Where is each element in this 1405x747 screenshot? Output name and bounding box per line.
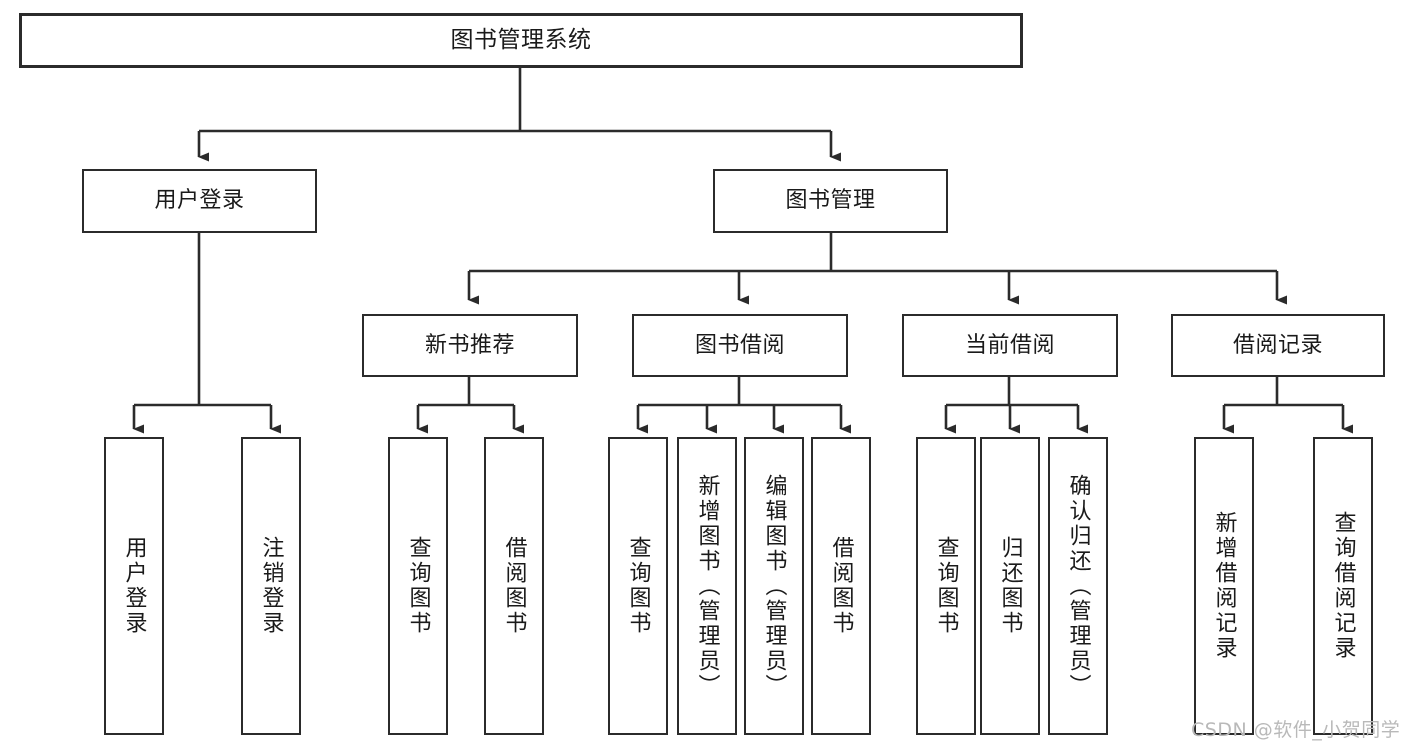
node-new-book-rec-label: 新书推荐 bbox=[424, 332, 515, 358]
node-leaf-query-book-3-label: 查询图书 bbox=[933, 536, 959, 636]
node-leaf-edit-book[interactable]: 编辑图书（管理员） bbox=[744, 437, 804, 735]
node-leaf-query-book-1-label: 查询图书 bbox=[405, 536, 431, 636]
node-leaf-confirm-return[interactable]: 确认归还（管理员） bbox=[1048, 437, 1108, 735]
node-user-login-label: 用户登录 bbox=[154, 188, 245, 214]
node-leaf-borrow-book-1-label: 借阅图书 bbox=[501, 536, 527, 636]
node-leaf-query-record[interactable]: 查询借阅记录 bbox=[1313, 437, 1373, 735]
node-leaf-add-book-label: 新增图书（管理员） bbox=[694, 473, 720, 699]
node-leaf-query-book-3[interactable]: 查询图书 bbox=[916, 437, 976, 735]
node-leaf-query-book-2[interactable]: 查询图书 bbox=[608, 437, 668, 735]
node-leaf-query-record-label: 查询借阅记录 bbox=[1330, 511, 1356, 661]
node-leaf-query-book-1[interactable]: 查询图书 bbox=[388, 437, 448, 735]
node-leaf-add-book[interactable]: 新增图书（管理员） bbox=[677, 437, 737, 735]
node-leaf-borrow-book-2[interactable]: 借阅图书 bbox=[811, 437, 871, 735]
node-leaf-confirm-return-label: 确认归还（管理员） bbox=[1065, 473, 1091, 699]
connector-newbookrec-to-leaves bbox=[416, 377, 524, 434]
node-book-manage[interactable]: 图书管理 bbox=[713, 169, 948, 233]
node-new-book-rec[interactable]: 新书推荐 bbox=[362, 314, 578, 377]
node-leaf-user-login-label: 用户登录 bbox=[121, 536, 147, 636]
node-leaf-user-login[interactable]: 用户登录 bbox=[104, 437, 164, 735]
node-current-borrow[interactable]: 当前借阅 bbox=[902, 314, 1118, 377]
node-leaf-return-book[interactable]: 归还图书 bbox=[980, 437, 1040, 735]
node-root[interactable]: 图书管理系统 bbox=[19, 13, 1023, 68]
node-book-borrow-label: 图书借阅 bbox=[694, 332, 785, 358]
node-book-manage-label: 图书管理 bbox=[785, 188, 876, 214]
node-root-label: 图书管理系统 bbox=[450, 26, 592, 53]
node-leaf-add-record[interactable]: 新增借阅记录 bbox=[1194, 437, 1254, 735]
node-leaf-return-book-label: 归还图书 bbox=[997, 536, 1023, 636]
connector-borrowrecord-to-leaves bbox=[1222, 377, 1353, 434]
node-user-login[interactable]: 用户登录 bbox=[82, 169, 317, 233]
connector-bookmanage-to-level3 bbox=[467, 233, 1287, 305]
node-leaf-user-logout-label: 注销登录 bbox=[258, 536, 284, 636]
node-borrow-record[interactable]: 借阅记录 bbox=[1171, 314, 1385, 377]
node-leaf-query-book-2-label: 查询图书 bbox=[625, 536, 651, 636]
node-leaf-add-record-label: 新增借阅记录 bbox=[1211, 511, 1237, 661]
node-current-borrow-label: 当前借阅 bbox=[964, 332, 1055, 358]
node-leaf-edit-book-label: 编辑图书（管理员） bbox=[761, 473, 787, 699]
connector-bookborrow-to-leaves bbox=[636, 377, 851, 434]
node-borrow-record-label: 借阅记录 bbox=[1232, 332, 1323, 358]
node-leaf-user-logout[interactable]: 注销登录 bbox=[241, 437, 301, 735]
connector-root-to-level2 bbox=[197, 68, 841, 162]
connector-currentborrow-to-leaves bbox=[944, 377, 1088, 434]
node-leaf-borrow-book-1[interactable]: 借阅图书 bbox=[484, 437, 544, 735]
node-leaf-borrow-book-2-label: 借阅图书 bbox=[828, 536, 854, 636]
connector-userlogin-to-leaves bbox=[132, 233, 281, 434]
node-book-borrow[interactable]: 图书借阅 bbox=[632, 314, 848, 377]
